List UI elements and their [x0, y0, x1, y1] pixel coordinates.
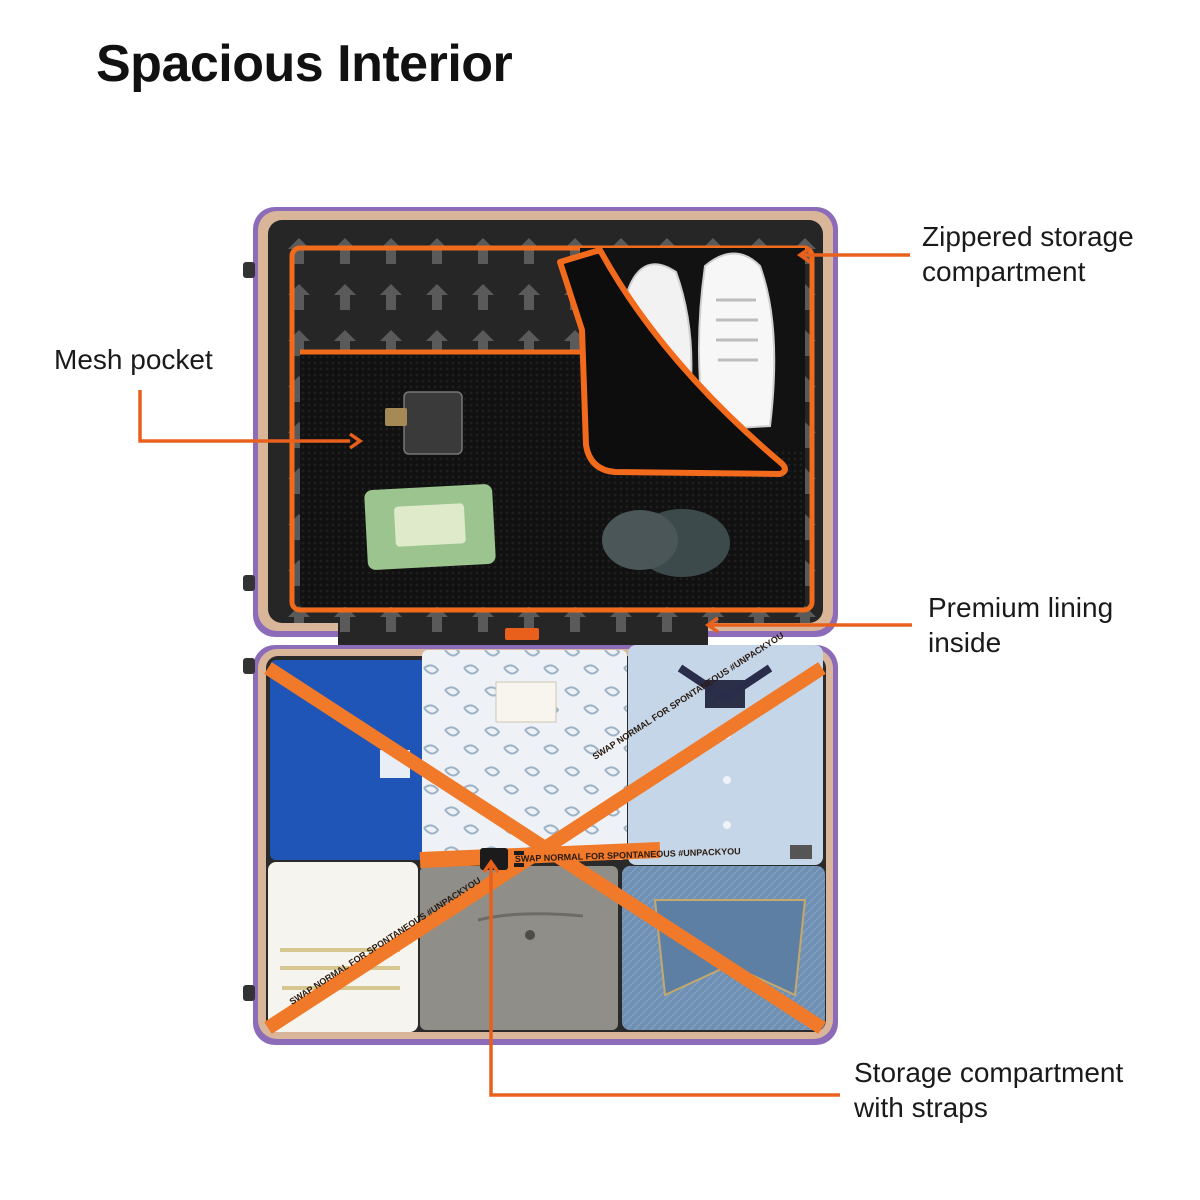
khaki-trousers	[420, 866, 618, 1030]
leader-straps	[489, 862, 840, 1097]
zippered-compartment	[557, 247, 805, 477]
blue-tshirt	[270, 660, 430, 860]
label-lining: Premium lining inside	[928, 590, 1113, 660]
strap-buckle	[480, 848, 508, 870]
label-straps-line-2: with straps	[854, 1092, 988, 1123]
label-mesh-pocket: Mesh pocket	[54, 342, 213, 377]
compression-straps	[264, 662, 826, 1034]
label-zippered-line-1: Zippered storage	[922, 221, 1134, 252]
page-title: Spacious Interior	[96, 35, 513, 93]
label-zippered-line-2: compartment	[922, 256, 1086, 287]
label-zippered: Zippered storage compartment	[922, 219, 1134, 289]
strap-cross	[419, 842, 661, 868]
leader-mesh-pocket	[138, 390, 350, 443]
brand-tag	[505, 628, 539, 640]
label-lining-line-2: inside	[928, 627, 1002, 658]
label-straps-line-1: Storage compartment	[854, 1057, 1124, 1088]
light-blue-shirt	[628, 645, 823, 865]
label-straps: Storage compartment with straps	[854, 1055, 1123, 1125]
label-lining-line-1: Premium lining	[928, 592, 1114, 623]
label-mesh-pocket-text: Mesh pocket	[54, 344, 213, 375]
leader-lines	[138, 246, 912, 1097]
